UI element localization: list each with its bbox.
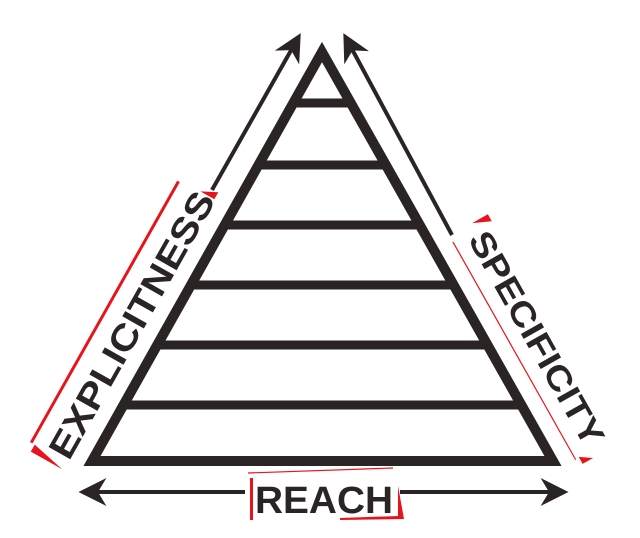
pyramid — [83, 41, 562, 466]
reach-accent-tick-left — [250, 478, 253, 520]
explicitness-accent-line — [29, 180, 180, 444]
explicitness-label: EXPLICITNESS — [40, 184, 223, 465]
specificity-arrow — [343, 33, 454, 236]
specificity-accent-tick-left — [472, 214, 492, 224]
specificity-accent-line — [452, 241, 577, 461]
explicitness-accent-tick-left — [30, 444, 63, 470]
explicitness-accent-tick-right — [200, 191, 219, 200]
explicitness-arrow — [210, 33, 301, 191]
pyramid-outline — [83, 41, 562, 466]
reach-label-group: REACH — [247, 467, 404, 522]
reach-label: REACH — [255, 480, 393, 522]
specificity-accent-tick-right — [578, 456, 594, 464]
reach-accent-tick-right — [340, 486, 404, 520]
reach-accent-line-top — [247, 467, 394, 474]
explicitness-label-group: EXPLICITNESS — [29, 180, 223, 470]
